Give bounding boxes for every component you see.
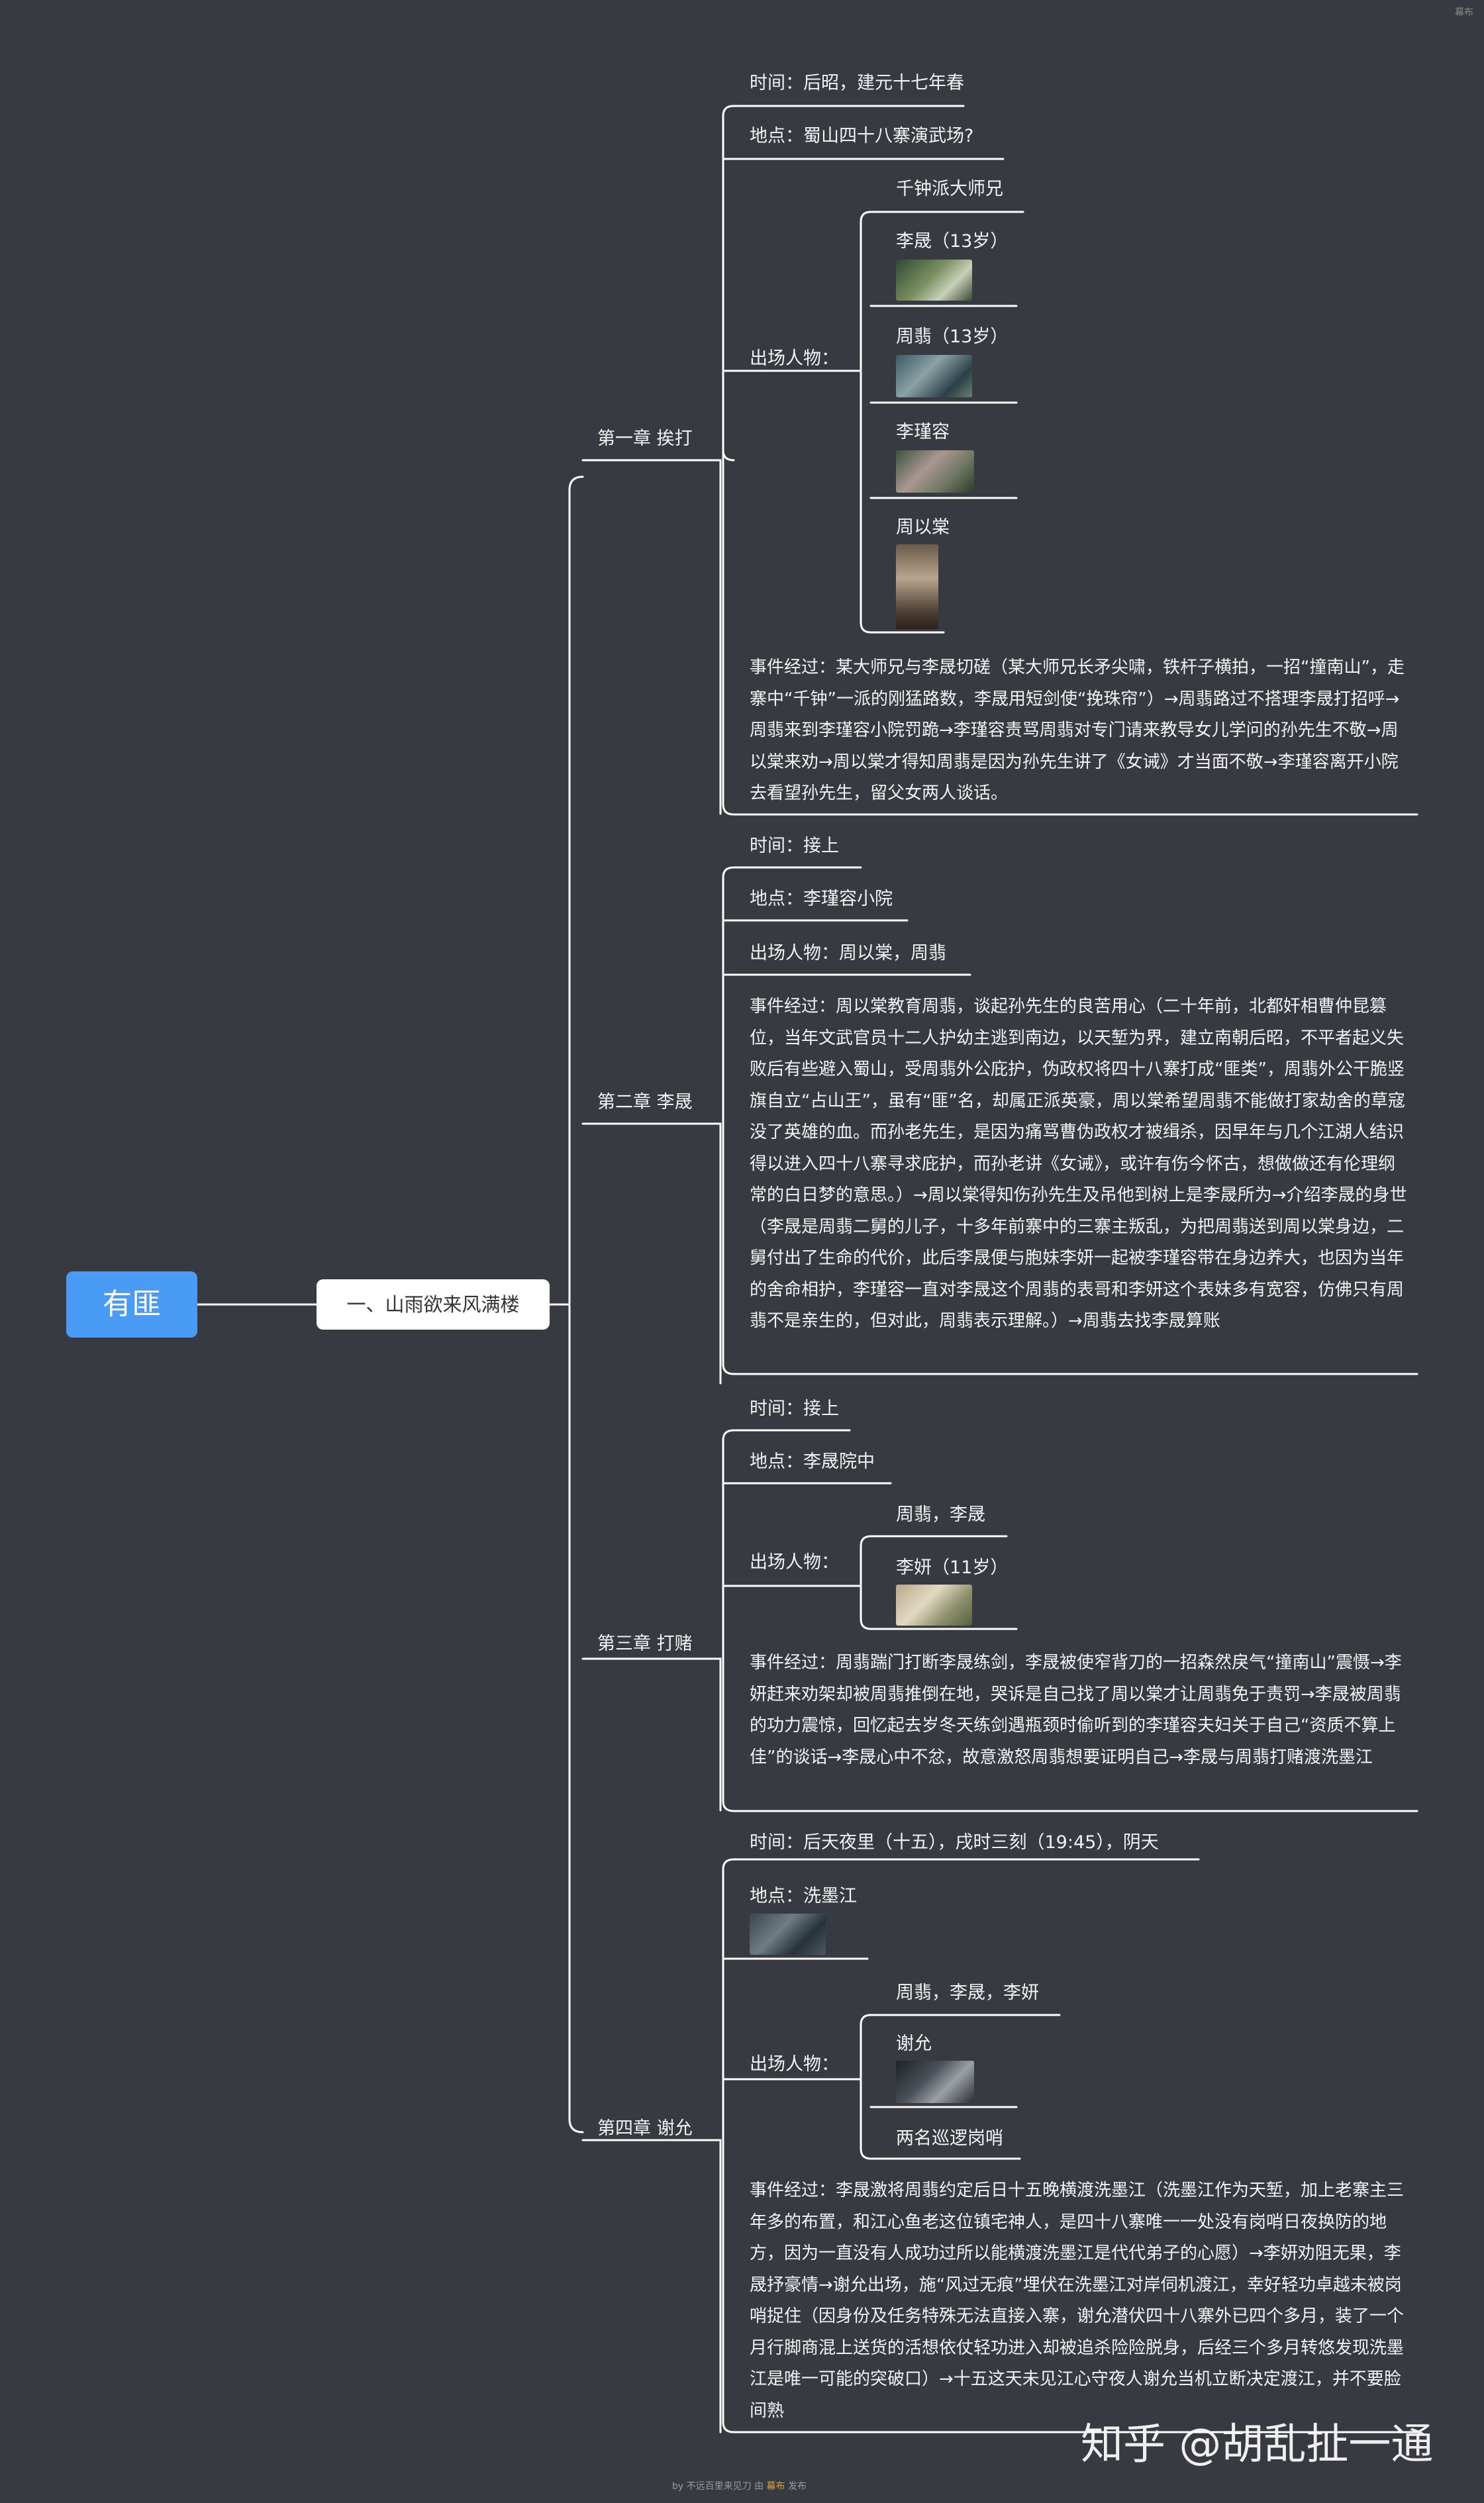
photo-thumbnail[interactable] (896, 544, 938, 629)
ch1-char-5[interactable]: 周以棠 (896, 517, 950, 538)
ch1-event[interactable]: 事件经过：某大师兄与李晟切磋（某大师兄长矛尖啸，铁杆子横拍，一招“撞南山”，走寨… (750, 658, 1405, 803)
zhihu-watermark: 知乎 @胡乱扯一通 (1081, 2420, 1434, 2469)
chapter2-node[interactable]: 第二章 李晟 (597, 1092, 693, 1112)
chapter1-node[interactable]: 第一章 挨打 (597, 428, 693, 449)
ch3-chars-label[interactable]: 出场人物： (750, 1552, 839, 1573)
ch2-chars[interactable]: 出场人物：周以棠，周翡 (750, 943, 946, 963)
footer-prefix: by 不远百里来见刀 由 (672, 2481, 764, 2492)
mubu-logo[interactable]: 幕布 (1455, 7, 1473, 18)
ch1-char-2[interactable]: 李晟（13岁） (896, 231, 1009, 252)
ch4-time[interactable]: 时间：后天夜里（十五），戌时三刻（19:45），阴天 (750, 1832, 1159, 1853)
ch4-char-3[interactable]: 两名巡逻岗哨 (896, 2128, 1003, 2149)
ch2-event[interactable]: 事件经过：周以棠教育周翡，谈起孙先生的良苦用心（二十年前，北都奸相曹仲昆篡位，当… (750, 997, 1407, 1331)
photo-thumbnail[interactable] (896, 260, 972, 301)
footer-brand[interactable]: 幕布 (766, 2481, 785, 2492)
photo-thumbnail[interactable] (896, 1585, 972, 1626)
ch1-time[interactable]: 时间：后昭，建元十七年春 (750, 73, 964, 93)
ch4-place[interactable]: 地点：洗墨江 (750, 1886, 857, 1906)
ch1-place[interactable]: 地点：蜀山四十八寨演武场? (750, 126, 974, 146)
ch2-place[interactable]: 地点：李瑾容小院 (750, 889, 893, 909)
chapter3-node[interactable]: 第三章 打赌 (597, 1634, 693, 1654)
ch2-time[interactable]: 时间：接上 (750, 836, 839, 856)
photo-thumbnail[interactable] (896, 450, 974, 493)
ch3-event[interactable]: 事件经过：周翡踹门打断李晟练剑，李晟被使窄背刀的一招森然戾气“撞南山”震慑→李妍… (750, 1653, 1402, 1767)
ch3-char-2[interactable]: 李妍（11岁） (896, 1557, 1009, 1578)
chapter4-node[interactable]: 第四章 谢允 (597, 2118, 693, 2139)
level1-node[interactable]: 一、山雨欲来风满楼 (317, 1279, 550, 1330)
ch3-time[interactable]: 时间：接上 (750, 1399, 839, 1419)
ch3-char-1[interactable]: 周翡，李晟 (896, 1504, 985, 1525)
ch1-char-4[interactable]: 李瑾容 (896, 422, 950, 442)
ch1-char-1[interactable]: 千钟派大师兄 (896, 179, 1003, 199)
ch1-chars-label[interactable]: 出场人物： (750, 348, 839, 369)
ch3-place[interactable]: 地点：李晟院中 (750, 1451, 875, 1472)
photo-thumbnail[interactable] (750, 1914, 826, 1955)
photo-thumbnail[interactable] (896, 355, 972, 397)
ch4-char-2[interactable]: 谢允 (896, 2034, 932, 2054)
photo-thumbnail[interactable] (896, 2061, 974, 2103)
ch4-char-1[interactable]: 周翡，李晟，李妍 (896, 1983, 1039, 2003)
ch4-chars-label[interactable]: 出场人物： (750, 2054, 839, 2075)
footer-suffix: 发布 (787, 2481, 807, 2492)
publish-footer[interactable]: by 不远百里来见刀 由 幕布 发布 (672, 2479, 807, 2492)
root-node[interactable]: 有匪 (66, 1271, 197, 1338)
ch4-event[interactable]: 事件经过：李晟激将周翡约定后日十五晚横渡洗墨江（洗墨江作为天堑，加上老寨主三年多… (750, 2181, 1405, 2421)
ch1-char-3[interactable]: 周翡（13岁） (896, 326, 1009, 347)
